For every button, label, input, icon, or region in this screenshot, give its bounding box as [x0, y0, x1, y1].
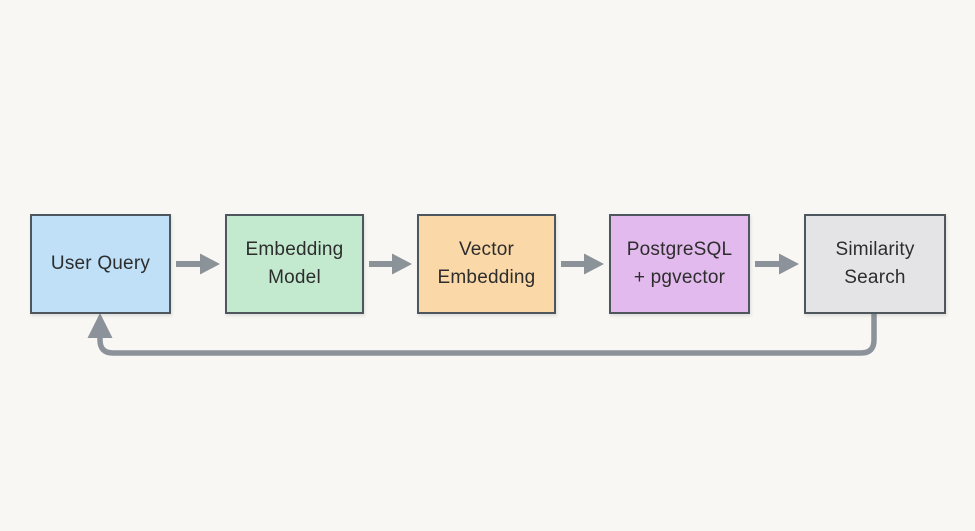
node-label: Search [844, 267, 906, 288]
flow-node-postgresql-pgvector: PostgreSQL + pgvector [609, 214, 750, 314]
node-label: User Query [50, 253, 151, 274]
arrow-embedding-model-to-vector-embedding [369, 253, 412, 275]
node-label: Embedding [437, 267, 536, 288]
flow-node-vector-embedding: Vector Embedding [417, 214, 556, 314]
node-label: Vector [458, 239, 515, 260]
arrowhead-icon [779, 253, 799, 275]
arrow-vector-embedding-to-postgresql [561, 253, 604, 275]
flow-node-embedding-model: Embedding Model [225, 214, 364, 314]
arrow-postgresql-to-similarity-search [755, 253, 799, 275]
node-label: PostgreSQL [626, 239, 733, 260]
node-label: + pgvector [633, 267, 726, 288]
feedback-arrowhead-icon [87, 313, 113, 338]
arrowhead-icon [392, 253, 412, 275]
flow-node-user-query: User Query [30, 214, 171, 314]
flow-node-similarity-search: Similarity Search [804, 214, 946, 314]
arrowhead-icon [584, 253, 604, 275]
feedback-loop-similarity-to-user-query [87, 313, 877, 356]
node-label: Similarity [835, 239, 915, 260]
arrowhead-icon [200, 253, 220, 275]
node-label: Embedding [245, 239, 344, 260]
arrow-user-query-to-embedding-model [176, 253, 220, 275]
feedback-loop-line [97, 314, 877, 356]
node-label: Model [268, 267, 321, 288]
